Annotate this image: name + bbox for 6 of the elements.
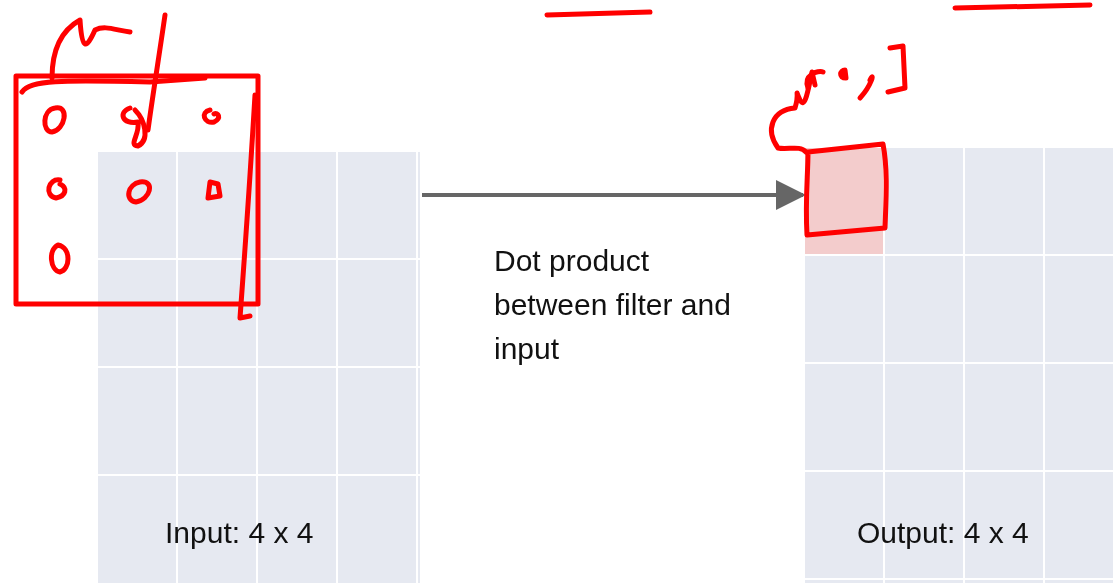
grid-panel [805,148,1113,583]
grid-panel [98,152,420,583]
edge-label: Dot product between filter and input [494,243,732,367]
arrow [422,180,806,210]
grid-caption: Output: 4 x 4 [857,516,1029,550]
grid-caption: Input: 4 x 4 [165,516,314,550]
